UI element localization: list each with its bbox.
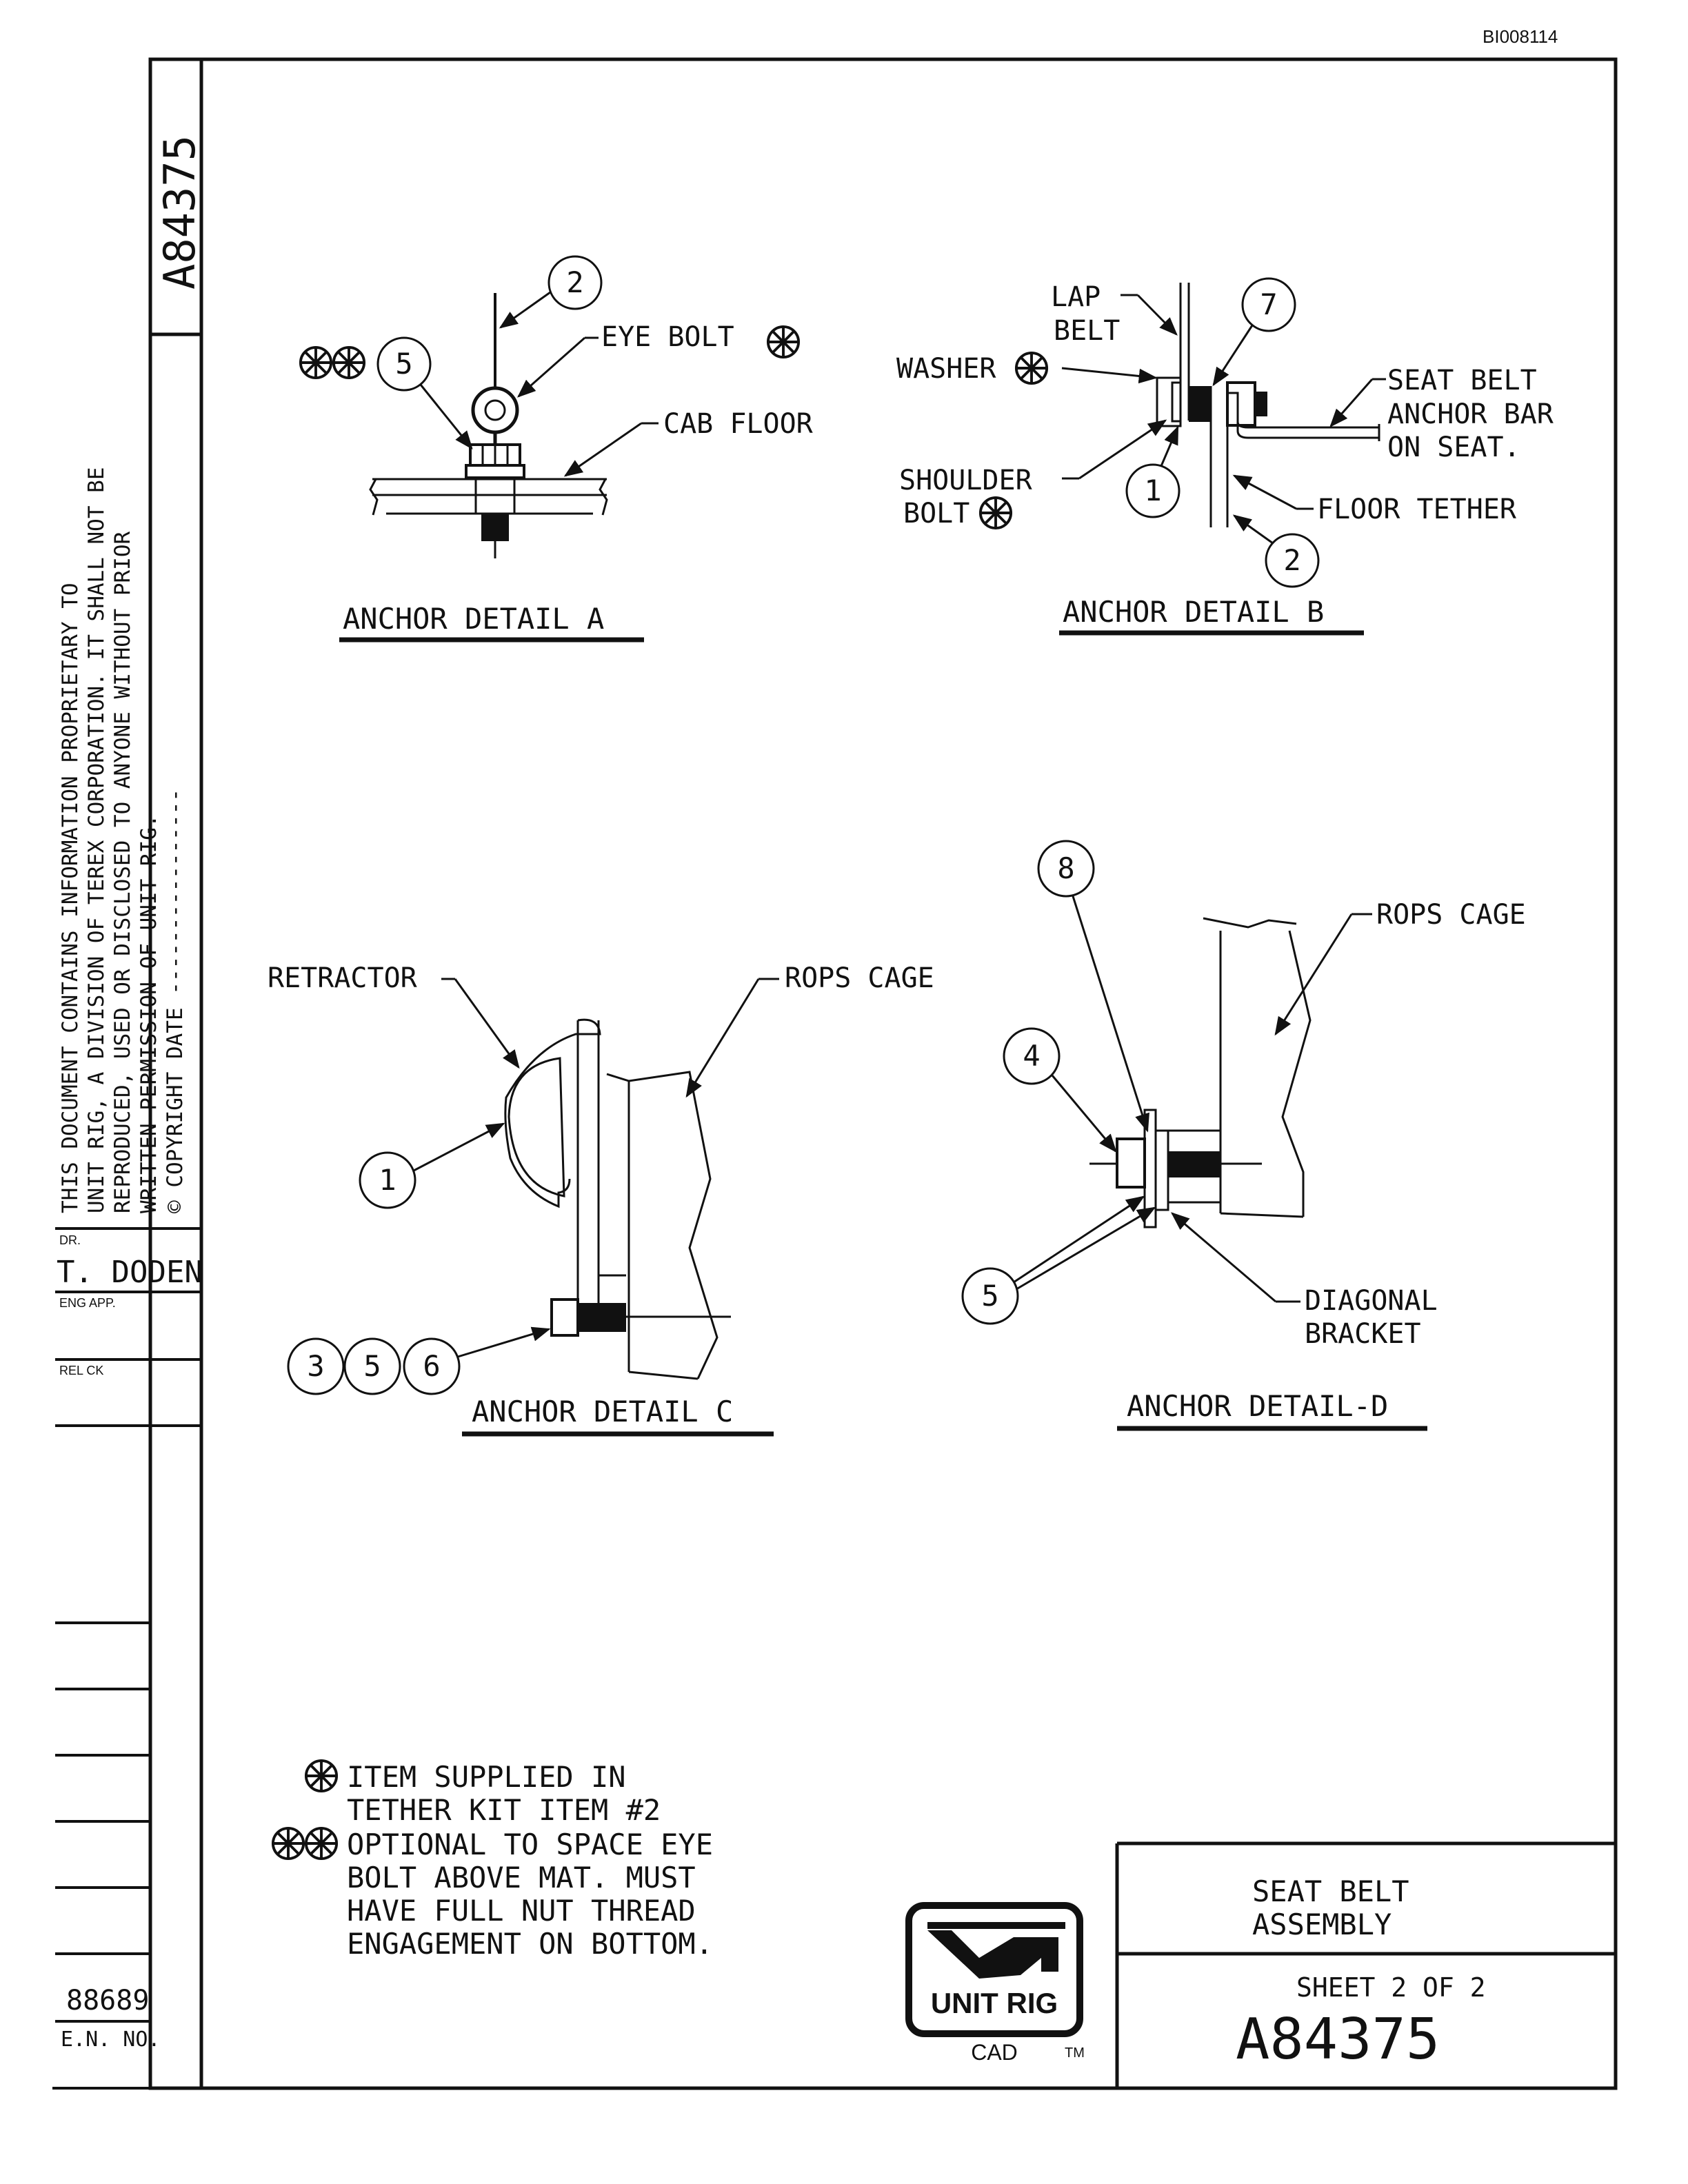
optional-spacing-icon	[299, 345, 333, 380]
sheet-number: SHEET 2 OF 2	[1296, 1972, 1486, 2003]
detail-c-rops-cage-label: ROPS CAGE	[785, 962, 934, 994]
detail-a-balloon-5: 5	[395, 347, 412, 381]
detail-a-title: ANCHOR DETAIL A	[343, 602, 604, 636]
title-block-drawing-number: A84375	[1236, 2007, 1440, 2072]
notes: ITEM SUPPLIED IN TETHER KIT ITEM #2 OPTI…	[271, 1759, 713, 1961]
note-1-line-2: TETHER KIT ITEM #2	[347, 1793, 661, 1827]
proprietary-notice: THIS DOCUMENT CONTAINS INFORMATION PROPR…	[58, 467, 188, 1214]
detail-b-title: ANCHOR DETAIL B	[1063, 595, 1324, 629]
en-number: 88689	[66, 1985, 149, 2016]
detail-b-shoulder-label-1: SHOULDER	[899, 465, 1033, 496]
detail-d-balloon-8: 8	[1057, 851, 1074, 885]
title-line-2: ASSEMBLY	[1252, 1908, 1391, 1941]
note-1-line-1: ITEM SUPPLIED IN	[347, 1760, 626, 1794]
detail-b-lap-label-1: LAP	[1051, 281, 1101, 313]
document-reference: BI008114	[1483, 26, 1558, 47]
trademark: TM	[1065, 2045, 1085, 2061]
sheet-border	[52, 57, 1618, 2090]
detail-a-balloon-2: 2	[566, 265, 583, 299]
detail-d-diagonal-label-2: BRACKET	[1305, 1318, 1421, 1350]
note-2-line-4: ENGAGEMENT ON BOTTOM.	[347, 1927, 713, 1961]
anchor-detail-b: LAP BELT WASHER SHOULDER BOLT 7 1 SEAT B…	[896, 277, 1554, 636]
drafter-name: T. DODEN	[57, 1255, 203, 1290]
supplied-in-kit-icon	[1014, 351, 1049, 385]
cad-label: CAD	[971, 2040, 1018, 2065]
title-line-1: SEAT BELT	[1252, 1874, 1409, 1908]
detail-d-balloon-4: 4	[1023, 1039, 1040, 1073]
notice-line-3: REPRODUCED, USED OR DISCLOSED TO ANYONE …	[110, 531, 135, 1213]
left-title-block: DR. T. DODEN ENG APP. REL CK 88689 E.N. …	[55, 1227, 203, 2052]
detail-b-washer-label: WASHER	[896, 353, 996, 385]
detail-a-cab-floor-label: CAB FLOOR	[663, 408, 814, 440]
supplied-in-kit-icon	[766, 325, 801, 359]
note-2-line-1: OPTIONAL TO SPACE EYE	[347, 1828, 713, 1861]
detail-d-rops-cage-label: ROPS CAGE	[1376, 899, 1526, 931]
optional-spacing-icon	[271, 1826, 305, 1861]
detail-c-retractor-label: RETRACTOR	[268, 962, 418, 994]
eng-app-label: ENG APP.	[59, 1296, 116, 1310]
title-block: SEAT BELT ASSEMBLY SHEET 2 OF 2 A84375	[1115, 1841, 1616, 2088]
detail-c-balloon-1: 1	[379, 1163, 396, 1197]
detail-b-anchor-bar-label-2: ANCHOR BAR	[1387, 398, 1554, 430]
detail-b-balloon-7: 7	[1260, 287, 1277, 321]
notice-line-2: UNIT RIG, A DIVISION OF TEREX CORPORATIO…	[84, 467, 109, 1214]
note-2-line-2: BOLT ABOVE MAT. MUST	[347, 1861, 696, 1894]
optional-spacing-icon	[332, 345, 366, 380]
detail-d-balloon-5: 5	[981, 1279, 998, 1313]
logo-text: UNIT RIG	[931, 1987, 1058, 2019]
detail-b-lap-label-2: BELT	[1054, 315, 1120, 347]
note-2-line-3: HAVE FULL NUT THREAD	[347, 1894, 696, 1928]
detail-b-shoulder-label-2: BOLT	[903, 498, 969, 529]
detail-b-balloon-2: 2	[1283, 543, 1300, 577]
anchor-detail-a: 2 EYE BOLT 5 CAB FLOOR ANCHOR DETAIL A	[299, 255, 814, 643]
detail-b-anchor-bar-label-1: SEAT BELT	[1387, 365, 1537, 396]
detail-b-anchor-bar-label-3: ON SEAT.	[1387, 432, 1520, 463]
anchor-detail-d: ROPS CAGE 8 4 5 DIAGONAL BRACKET ANCHOR …	[961, 840, 1526, 1431]
notice-line-1: THIS DOCUMENT CONTAINS INFORMATION PROPR…	[58, 583, 83, 1213]
detail-c-balloon-5: 5	[363, 1349, 381, 1383]
detail-b-balloon-1: 1	[1144, 474, 1161, 507]
rel-ck-label: REL CK	[59, 1364, 103, 1377]
optional-spacing-icon	[304, 1826, 339, 1861]
supplied-in-kit-icon	[978, 496, 1013, 530]
rotated-drawing-number: A84375	[154, 135, 205, 290]
detail-d-title: ANCHOR DETAIL-D	[1127, 1389, 1388, 1423]
supplied-in-kit-icon	[304, 1759, 339, 1793]
copyright-line: © COPYRIGHT DATE ----------------	[163, 789, 188, 1213]
notice-line-4: WRITTEN PERMISSION OF UNIT RIG.	[137, 814, 161, 1213]
en-label: E.N. NO.	[61, 2028, 161, 2052]
unit-rig-logo: UNIT RIG CAD TM	[905, 1902, 1085, 2065]
detail-c-balloon-3: 3	[307, 1349, 324, 1383]
detail-d-diagonal-label-1: DIAGONAL	[1305, 1285, 1438, 1317]
anchor-detail-c: RETRACTOR ROPS CAGE 1 3 5 6 ANCHOR DETAI…	[268, 962, 934, 1437]
detail-c-title: ANCHOR DETAIL C	[472, 1395, 733, 1428]
detail-a-eye-bolt-label: EYE BOLT	[601, 321, 734, 353]
dr-label: DR.	[59, 1233, 81, 1247]
detail-c-balloon-6: 6	[423, 1349, 440, 1383]
rotated-drawing-number-box: A84375	[150, 135, 205, 336]
detail-b-floor-tether-label: FLOOR TETHER	[1317, 494, 1517, 525]
